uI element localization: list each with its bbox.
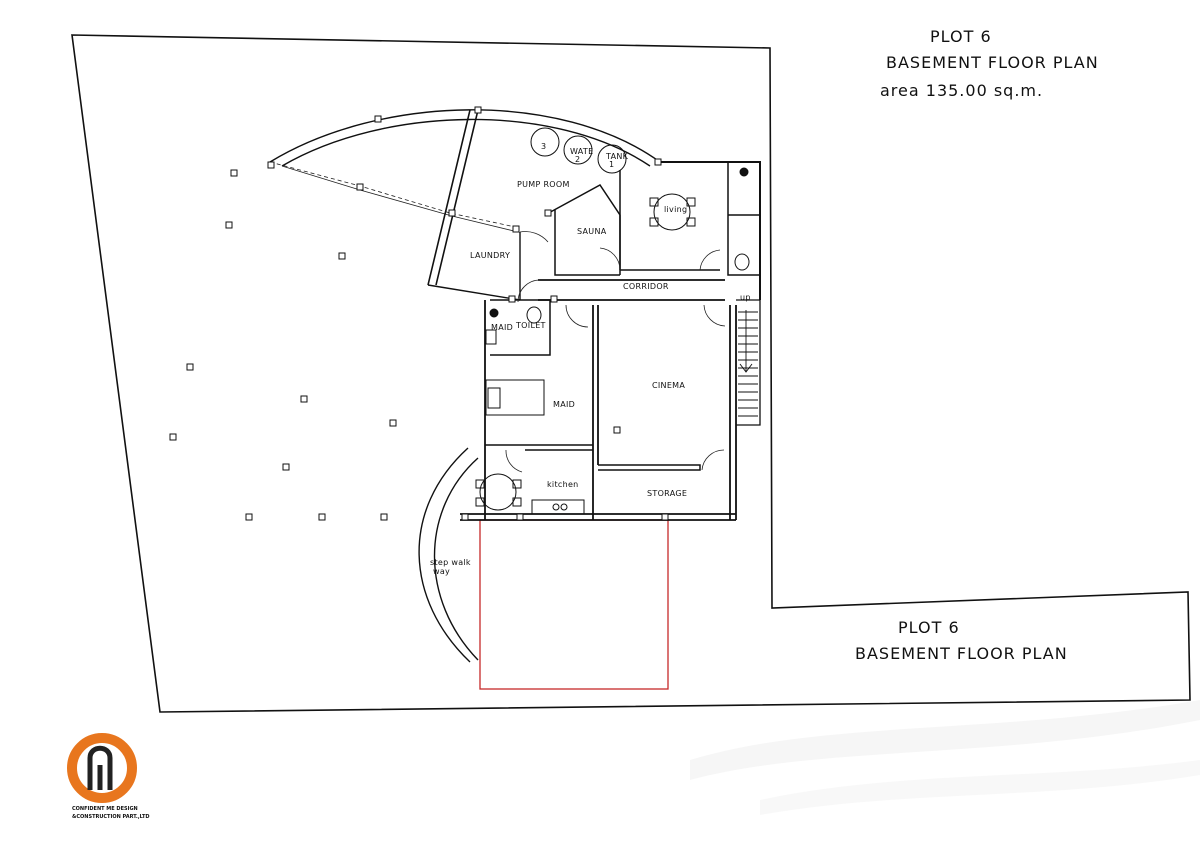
logo-text-line2: &CONSTRUCTION PART.,LTD [72, 814, 150, 820]
tank-label-water: WATE [570, 147, 593, 156]
walkway-label-2: way [433, 567, 450, 576]
room-label-storage: STORAGE [647, 489, 687, 498]
title-bottom-plot: PLOT 6 [898, 618, 960, 637]
title-top-area: area 135.00 sq.m. [880, 81, 1043, 100]
room-label-sauna: SAUNA [577, 227, 607, 236]
room-label-maid: MAID [553, 400, 575, 409]
stair-label-up: up [740, 293, 751, 302]
room-label-kitchen: kitchen [547, 480, 579, 489]
tank-label-3: 3 [541, 142, 546, 151]
logo-text-line1: CONFIDENT ME DESIGN [72, 806, 138, 812]
tank-label-tank: TANK [605, 152, 629, 161]
tank-label-2: 2 [575, 155, 580, 164]
furniture [475, 127, 750, 515]
room-label-corridor: CORRIDOR [623, 282, 669, 291]
red-outline-area [479, 519, 669, 690]
room-label-living: living [664, 205, 687, 214]
room-label-maid-toilet-2: TOILET [515, 321, 546, 330]
room-label-maid-toilet-1: MAID [491, 323, 513, 332]
logo-m-mark [87, 745, 113, 790]
title-top-plot: PLOT 6 [930, 27, 992, 46]
logo-orange-ring [67, 733, 137, 803]
walkway-label-1: step walk [430, 558, 471, 567]
room-label-pump-room: PUMP ROOM [517, 180, 570, 189]
room-label-laundry: LAUNDRY [470, 251, 510, 260]
plot-boundary [71, 34, 1191, 713]
door-swings [505, 247, 726, 473]
tank-label-1: 1 [609, 160, 614, 169]
title-top-plan: BASEMENT FLOOR PLAN [886, 53, 1099, 72]
title-bottom-plan: BASEMENT FLOOR PLAN [855, 644, 1068, 663]
house-walls [460, 161, 761, 521]
room-label-cinema: CINEMA [652, 381, 685, 390]
pump-room-walls [269, 109, 661, 301]
step-walkway [418, 447, 479, 663]
background-swoosh [690, 700, 1200, 815]
company-logo: CONFIDENT ME DESIGN &CONSTRUCTION PART.,… [67, 733, 150, 820]
column-markers [169, 106, 669, 521]
staircase [738, 310, 758, 417]
